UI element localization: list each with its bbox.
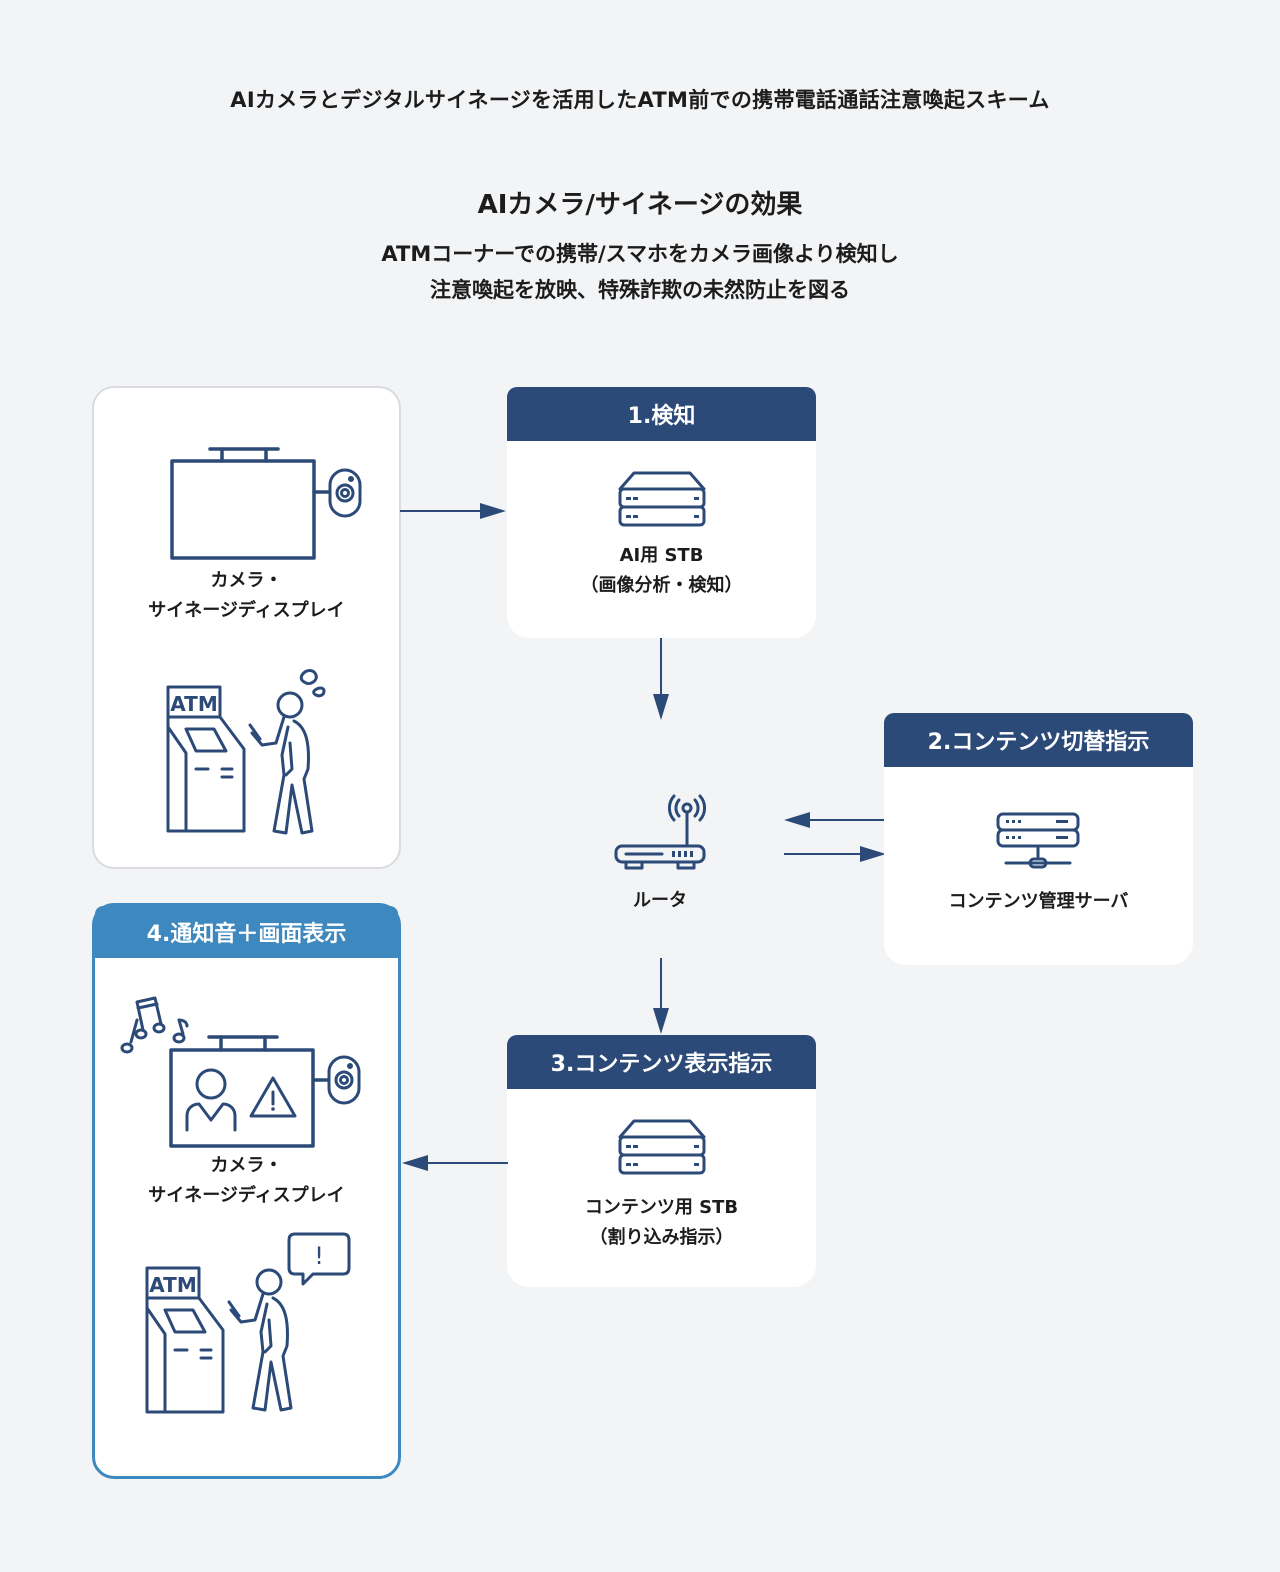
sweat-drops-icon <box>299 669 326 698</box>
arrow-router-to-server <box>784 846 886 862</box>
stb-icon <box>618 1119 706 1175</box>
music-notes-icon <box>120 996 189 1054</box>
atm-sign-text: ATM <box>170 692 217 716</box>
speech-bubble-icon: ! <box>287 1232 351 1286</box>
step3-label-line-1: コンテンツ用 STB <box>584 1197 739 1218</box>
step2-card: 2.コンテンツ切替指示 コンテンツ管理サーバ <box>884 713 1193 965</box>
atm-icon: ATM <box>166 685 246 833</box>
person-icon <box>185 1068 237 1132</box>
step4-label-line-1: カメラ・ <box>210 1155 283 1176</box>
step1-label-line-1: AI用 STB <box>619 545 704 566</box>
section-subtitle: AIカメラ/サイネージの効果 <box>477 190 803 220</box>
step4-label-line-2: サイネージディスプレイ <box>148 1185 345 1206</box>
step4-card: 4.通知音＋画面表示 <box>92 903 401 1479</box>
page-title: AIカメラとデジタルサイネージを活用したATM前での携帯電話通話注意喚起スキーム <box>230 88 1050 112</box>
description-line-2: 注意喚起を放映、特殊詐欺の未然防止を図る <box>430 278 850 302</box>
step3-card: 3.コンテンツ表示指示 コンテンツ用 STB （割り込み指示） <box>507 1035 816 1287</box>
server-icon <box>996 812 1080 869</box>
arrow-server-to-router <box>784 812 886 828</box>
arrow-display-stb-to-signage <box>402 1155 508 1171</box>
router-icon <box>614 794 707 870</box>
signage-label-line-1: カメラ・ <box>210 570 283 591</box>
arrow-router-to-display-stb <box>653 958 669 1034</box>
step1-header: 1.検知 <box>507 387 816 441</box>
step3-header: 3.コンテンツ表示指示 <box>507 1035 816 1089</box>
warning-icon <box>249 1076 297 1118</box>
step2-header: 2.コンテンツ切替指示 <box>884 713 1193 767</box>
step2-label: コンテンツ管理サーバ <box>948 891 1129 912</box>
router-label: ルータ <box>633 890 687 911</box>
signage-before-card: カメラ・ サイネージディスプレイ ATM <box>92 386 401 869</box>
atm-icon: ATM <box>145 1266 225 1414</box>
alert-mark: ! <box>314 1242 324 1270</box>
step1-label-line-2: （画像分析・検知） <box>580 575 743 596</box>
person-with-phone-icon <box>227 1268 293 1412</box>
arrow-signage-to-detect <box>400 503 506 519</box>
stb-icon <box>618 471 706 527</box>
camera-icon <box>327 1055 361 1105</box>
person-with-phone-icon <box>248 669 326 835</box>
signage-display-icon <box>169 1035 329 1148</box>
description-line-1: ATMコーナーでの携帯/スマホをカメラ画像より検知し <box>381 242 899 266</box>
camera-icon <box>328 468 362 518</box>
step4-header: 4.通知音＋画面表示 <box>95 906 398 958</box>
atm-sign-text: ATM <box>149 1273 196 1297</box>
signage-display-icon <box>170 447 330 560</box>
arrow-detect-to-router <box>653 638 669 720</box>
step1-card: 1.検知 AI用 STB （画像分析・検知） <box>507 387 816 638</box>
step3-label-line-2: （割り込み指示） <box>589 1227 734 1248</box>
signage-label-line-2: サイネージディスプレイ <box>148 600 345 621</box>
